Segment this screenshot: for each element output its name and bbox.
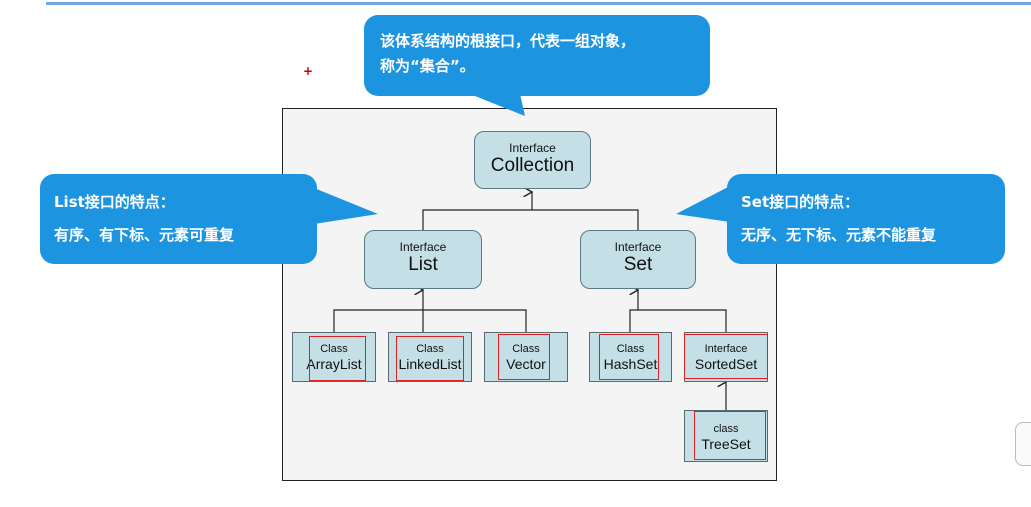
node-set: Interface Set (580, 230, 696, 289)
node-name-label: Set (623, 254, 653, 275)
node-kind-label: Interface (614, 240, 662, 254)
node-kind-label: Interface (509, 141, 556, 155)
node-kind-label: Class (616, 343, 645, 355)
callout-text-line1: List接口的特点： (54, 193, 175, 211)
node-list: Interface List (364, 230, 482, 289)
list-callout-tail (314, 188, 378, 224)
highlight-box-vector (498, 334, 550, 380)
node-name-label: SortedSet (694, 356, 758, 372)
top-accent-line (46, 2, 1031, 5)
node-name-label: HashSet (603, 356, 658, 372)
node-kind-label: class (713, 423, 739, 435)
node-name-label: Collection (490, 155, 575, 176)
node-arraylist: Class ArrayList (292, 332, 376, 382)
node-treeset: class TreeSet (684, 410, 768, 462)
highlight-box-linkedlist (396, 336, 464, 381)
red-plus-marker: + (303, 64, 314, 78)
side-panel-tab[interactable] (1015, 422, 1031, 466)
node-name-label: LinkedList (398, 356, 462, 372)
node-kind-label: Class (320, 343, 348, 355)
callout-text-line2: 称为“集合”。 (380, 57, 475, 75)
node-kind-label: Interface (704, 343, 748, 355)
set-callout-tail (676, 186, 730, 222)
callout-text-line1: Set接口的特点： (741, 193, 860, 211)
root-interface-callout: 该体系结构的根接口，代表一组对象， 称为“集合”。 (364, 15, 710, 96)
callout-text-line1: 该体系结构的根接口，代表一组对象， (380, 32, 636, 50)
highlight-box-sortedset (684, 334, 768, 379)
node-name-label: ArrayList (306, 356, 362, 372)
highlight-box-treeset (694, 411, 766, 460)
node-name-label: TreeSet (701, 436, 751, 452)
node-linkedlist: Class LinkedList (388, 332, 472, 382)
node-name-label: List (408, 254, 438, 275)
set-features-callout: Set接口的特点： 无序、无下标、元素不能重复 (727, 174, 1005, 264)
node-kind-label: Class (416, 343, 444, 355)
callout-text-line2: 有序、有下标、元素可重复 (54, 226, 235, 244)
callout-text-line2: 无序、无下标、元素不能重复 (741, 226, 937, 244)
node-name-label: Vector (506, 356, 546, 372)
list-features-callout: List接口的特点： 有序、有下标、元素可重复 (40, 174, 317, 264)
node-kind-label: Class (512, 343, 540, 355)
highlight-box-hashset (599, 334, 659, 380)
root-callout-tail (470, 94, 525, 116)
highlight-box-arraylist (309, 336, 366, 381)
node-collection: Interface Collection (474, 131, 591, 189)
node-kind-label: Interface (399, 240, 447, 254)
